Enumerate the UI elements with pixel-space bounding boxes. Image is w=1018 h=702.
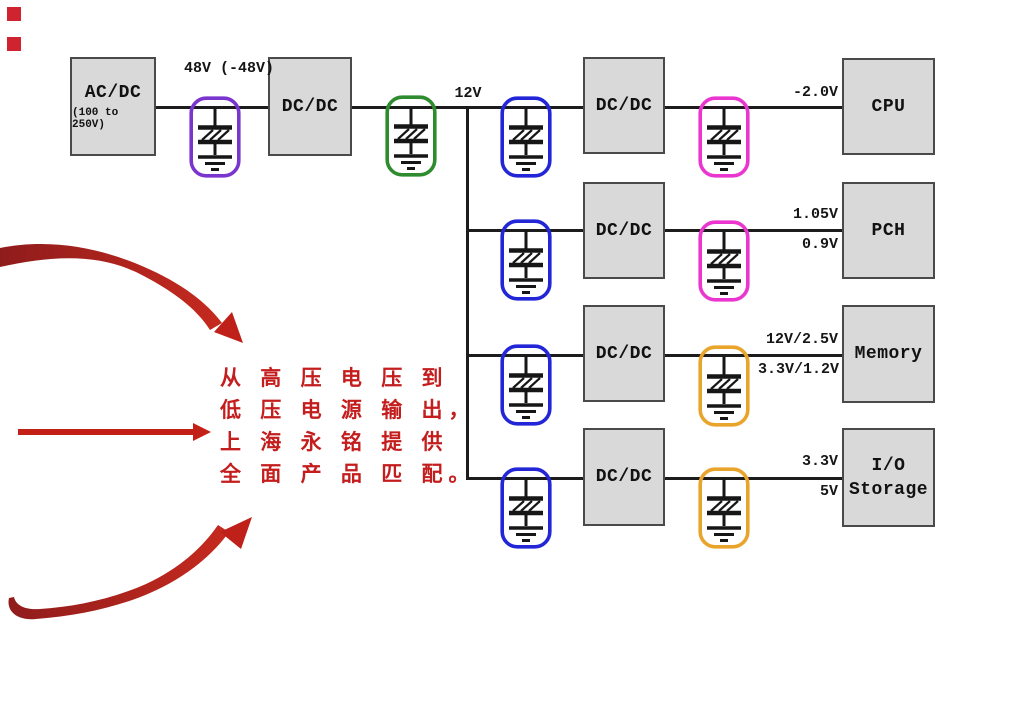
block-dcdc-label: DC/DC bbox=[595, 95, 653, 116]
wire-bus-to-dcdc3 bbox=[466, 354, 583, 357]
block-acdc-sublabel: (100 to 250V) bbox=[72, 106, 119, 131]
wire-12v-bus bbox=[466, 106, 469, 480]
rail-label-memory-bottom: 3.3V/1.2V bbox=[758, 361, 840, 378]
caption-line-2: 低 压 电 源 输 出， bbox=[220, 398, 476, 422]
block-io-label-line1: I/O bbox=[871, 455, 906, 476]
caption-line-3: 上 海 永 铭 提 供 bbox=[220, 430, 449, 454]
output-cap-io bbox=[698, 467, 750, 549]
input-cap-48v bbox=[189, 96, 241, 178]
input-cap-row4 bbox=[500, 467, 552, 549]
wire-acdc-to-dcdc bbox=[156, 106, 268, 109]
caption-line-1: 从 高 压 电 压 到 bbox=[220, 366, 449, 390]
input-cap-row1 bbox=[500, 96, 552, 178]
rail-label-12v: 12V bbox=[454, 85, 482, 102]
curved-arrow-top bbox=[0, 244, 243, 343]
block-cpu: CPU bbox=[842, 58, 935, 155]
output-cap-pch bbox=[698, 220, 750, 302]
caption-line-4: 全 面 产 品 匹 配。 bbox=[220, 462, 476, 486]
rail-label-cpu-top: -2.0V bbox=[792, 84, 838, 101]
wire-dcdc-to-pch bbox=[665, 229, 842, 232]
block-memory-label: Memory bbox=[854, 344, 923, 364]
wire-bus-to-dcdc4 bbox=[466, 477, 583, 480]
block-dcdc-3: DC/DC bbox=[583, 182, 665, 279]
wire-bus-to-dcdc2 bbox=[466, 229, 583, 232]
block-dcdc-1: DC/DC bbox=[268, 57, 352, 156]
block-pch-label: PCH bbox=[871, 220, 906, 241]
red-marker-top bbox=[7, 7, 21, 21]
block-dcdc-label: DC/DC bbox=[595, 467, 653, 487]
block-acdc-label: AC/DC bbox=[84, 82, 142, 103]
bus-cap-12v bbox=[385, 95, 437, 177]
red-marker-bottom bbox=[7, 37, 21, 51]
rail-label-pch-top: 1.05V bbox=[792, 206, 838, 223]
block-io-label-line2: Storage bbox=[848, 479, 929, 500]
rail-label-io-bottom: 5V bbox=[819, 483, 838, 500]
block-pch: PCH bbox=[842, 182, 935, 279]
block-memory: Memory bbox=[842, 305, 935, 403]
block-dcdc-4: DC/DC bbox=[583, 305, 665, 402]
input-cap-row2 bbox=[500, 219, 552, 301]
rail-label-io-top: 3.3V bbox=[801, 453, 838, 470]
output-cap-memory bbox=[698, 345, 750, 427]
block-dcdc-5: DC/DC bbox=[583, 428, 665, 526]
rail-label-memory-top: 12V/2.5V bbox=[765, 331, 838, 348]
rail-label-pch-bottom: 0.9V bbox=[801, 236, 838, 253]
caption-text: 从 高 压 电 压 到 低 压 电 源 输 出， 上 海 永 铭 提 供 全 面… bbox=[220, 362, 476, 490]
wire-dcdc-to-io bbox=[665, 477, 842, 480]
block-io-storage: I/O Storage bbox=[842, 428, 935, 527]
rail-label-input: 48V (-48V) bbox=[183, 60, 274, 77]
wire-dcdc-to-cpu bbox=[665, 106, 842, 109]
block-acdc: AC/DC (100 to 250V) bbox=[70, 57, 156, 156]
output-cap-cpu bbox=[698, 96, 750, 178]
curved-arrow-bottom bbox=[8, 517, 252, 620]
block-dcdc-label: DC/DC bbox=[595, 220, 653, 241]
block-dcdc-2: DC/DC bbox=[583, 57, 665, 154]
input-cap-row3 bbox=[500, 344, 552, 426]
block-cpu-label: CPU bbox=[871, 96, 906, 117]
block-dcdc-label: DC/DC bbox=[281, 96, 339, 117]
wire-dcdc-to-memory bbox=[665, 354, 842, 357]
block-dcdc-label: DC/DC bbox=[595, 343, 653, 364]
straight-arrow bbox=[18, 423, 211, 441]
